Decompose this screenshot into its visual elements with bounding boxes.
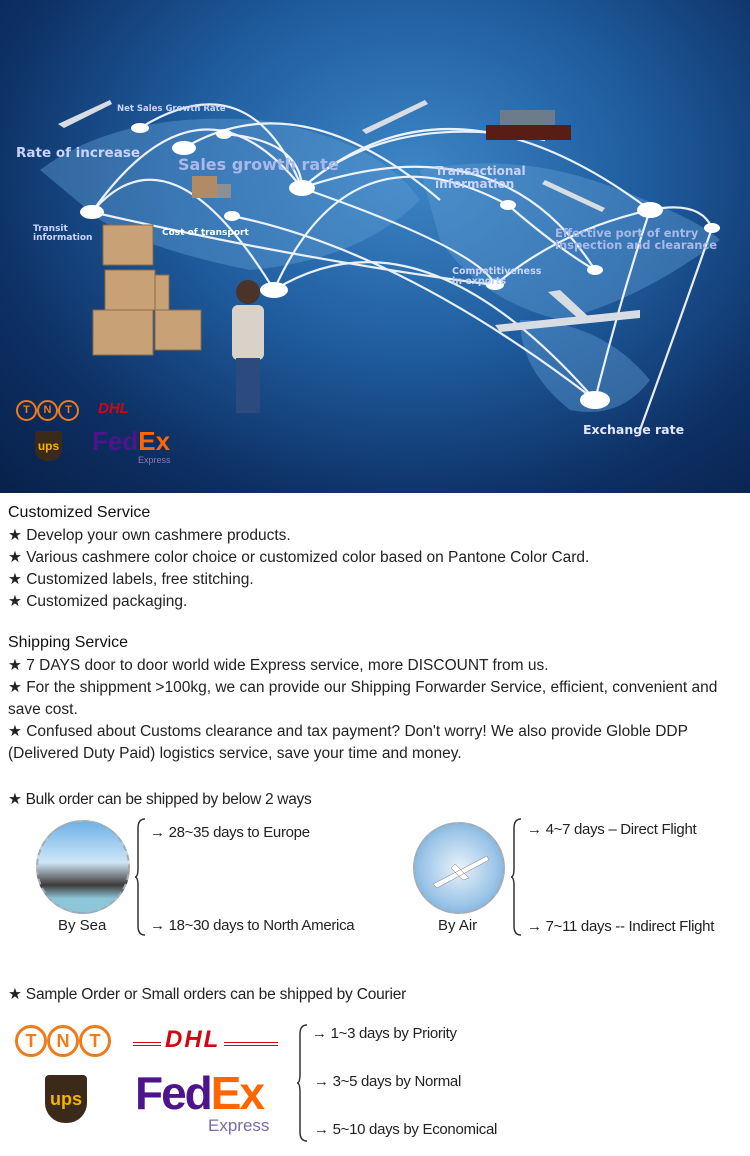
label-line: information <box>33 233 93 244</box>
boxes-icon <box>92 224 202 356</box>
ship-icon <box>486 110 571 140</box>
dhl-logo: DHL <box>133 1026 278 1054</box>
list-item: ★ Confused about Customs clearance and t… <box>8 723 688 762</box>
by-sea-caption: By Sea <box>58 917 107 934</box>
label-line: Transit <box>33 224 68 234</box>
label-net-sales: Net Sales Growth Rate <box>117 104 226 114</box>
label-line: Effective port of entry <box>555 226 699 240</box>
label-line: information <box>435 176 515 191</box>
list-item: ★ Various cashmere color choice or custo… <box>8 549 590 566</box>
list-item: ★ Customized labels, free stitching. <box>8 571 254 588</box>
air-line-direct: → 4~7 days – Direct Flight <box>527 821 697 838</box>
courier-title: ★ Sample Order or Small orders can be sh… <box>8 986 407 1003</box>
courier-line-priority: → 1~3 days by Priority <box>312 1025 457 1042</box>
truck-icon <box>192 176 231 198</box>
sea-ship-image <box>36 820 130 914</box>
network-map-graphic <box>40 100 720 431</box>
shipping-service-title: Shipping Service <box>8 634 129 651</box>
businesswoman-figure <box>232 280 264 413</box>
list-item: ★ For the shippment >100kg, we can provi… <box>8 679 718 718</box>
bulk-order-title: ★ Bulk order can be shipped by below 2 w… <box>8 791 312 808</box>
label-line: in exports <box>452 275 507 287</box>
fedex-fed: Fed <box>92 426 139 456</box>
sea-line-europe: → 28~35 days to Europe <box>150 824 310 841</box>
courier-line-normal: → 3~5 days by Normal <box>314 1073 461 1090</box>
ups-logo-small: ups <box>35 431 62 461</box>
label-line: inspection and clearance <box>555 238 718 253</box>
air-plane-image <box>413 822 505 914</box>
label-sales-growth: Sales growth rate <box>178 155 339 174</box>
fedex-express: Express <box>208 1116 270 1135</box>
fedex-express: Express <box>138 455 171 465</box>
fedex-ex: Ex <box>210 1067 265 1119</box>
label-cost-transport: Cost of transport <box>162 228 249 238</box>
list-item: ★ 7 DAYS door to door world wide Express… <box>8 657 549 674</box>
by-air-caption: By Air <box>438 917 478 934</box>
bracket-sea <box>134 818 146 936</box>
sea-line-north-america: → 18~30 days to North America <box>150 917 355 934</box>
shipping-service-list: ★ 7 DAYS door to door world wide Express… <box>8 655 736 765</box>
courier-line-economical: → 5~10 days by Economical <box>314 1121 498 1138</box>
label-exchange-rate: Exchange rate <box>583 422 685 437</box>
list-item: ★ Develop your own cashmere products. <box>8 527 291 544</box>
list-item: ★ Customized packaging. <box>8 593 188 610</box>
dhl-logo-small: DHL <box>98 400 129 417</box>
fedex-ex: Ex <box>138 426 171 456</box>
ups-logo: ups <box>45 1075 87 1123</box>
logistics-banner: Net Sales Growth Rate Rate of increase S… <box>0 0 750 493</box>
air-line-indirect: → 7~11 days -- Indirect Flight <box>527 918 715 935</box>
label-line: Transactional <box>435 164 526 178</box>
label-rate-increase: Rate of increase <box>16 145 141 161</box>
bracket-air <box>510 818 522 936</box>
fedex-fed: Fed <box>135 1067 213 1119</box>
customized-service-title: Customized Service <box>8 504 151 521</box>
plane-icon <box>58 100 640 332</box>
bracket-courier <box>296 1024 308 1142</box>
label-line: Competitiveness <box>452 266 542 277</box>
customized-service-list: ★ Develop your own cashmere products. ★ … <box>8 525 743 613</box>
dhl-wordmark: DHL <box>161 1026 225 1054</box>
